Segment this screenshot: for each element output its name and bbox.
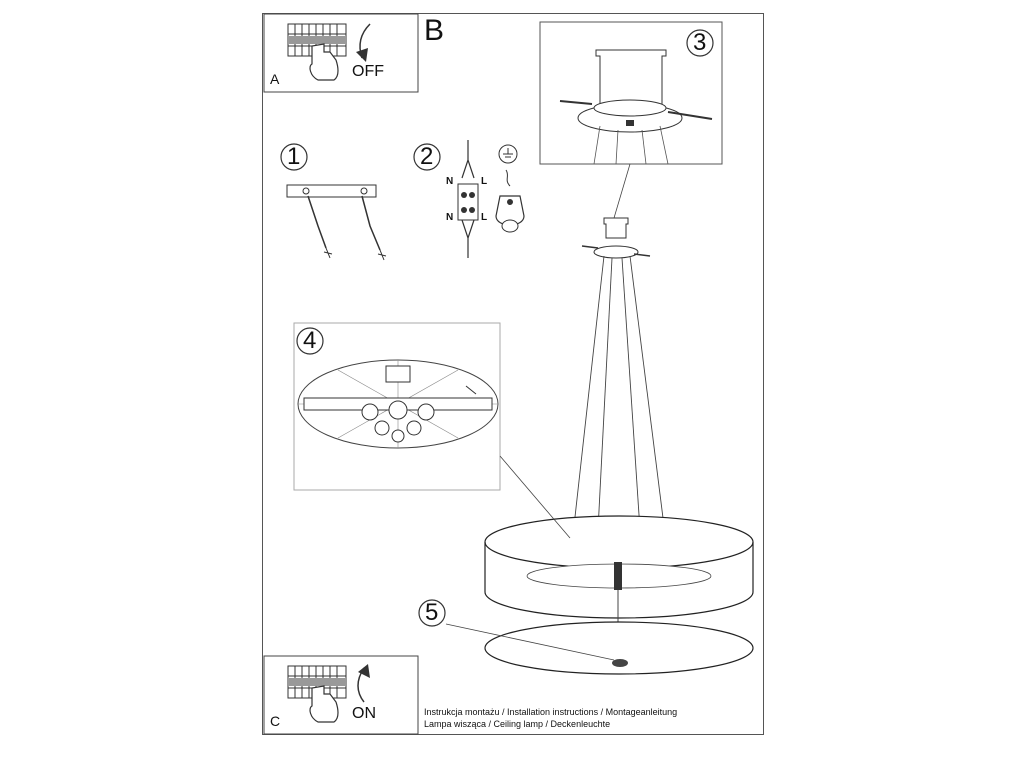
instruction-sheet [262, 13, 764, 735]
caption-product: Lampa wisząca / Ceiling lamp / Deckenleu… [424, 719, 611, 729]
wire-n-bottom: N [446, 212, 454, 223]
step-2-wiring [413, 140, 525, 258]
step-4-socket-detail [293, 322, 571, 539]
switch-off-label: OFF [352, 63, 384, 80]
step-5-number: 5 [425, 599, 439, 626]
hand-icon [309, 685, 339, 723]
step-4-number: 4 [303, 327, 317, 354]
switch-on-label: ON [352, 705, 376, 722]
step-3-number: 3 [693, 29, 707, 56]
diffuser-finial-icon [612, 659, 628, 667]
step-1-mounting-bar [280, 143, 387, 261]
panel-b-letter: B [424, 14, 445, 47]
caption-instructions: Instrukcja montażu / Installation instru… [424, 707, 678, 717]
step-2-number: 2 [420, 143, 434, 170]
ceiling-lamp-assembly [418, 163, 754, 675]
wire-l-top: L [481, 176, 488, 187]
step-3-canopy-detail [539, 21, 723, 165]
panel-c-switch-on [263, 655, 419, 735]
terminal-block-icon [457, 183, 479, 221]
wire-n-top: N [446, 176, 454, 187]
wire-l-bottom: L [481, 212, 488, 223]
hand-icon [309, 43, 339, 81]
panel-a-switch-off [263, 13, 419, 93]
panel-a-letter: A [270, 71, 280, 87]
panel-c-letter: C [270, 713, 281, 729]
step-1-number: 1 [287, 143, 301, 170]
